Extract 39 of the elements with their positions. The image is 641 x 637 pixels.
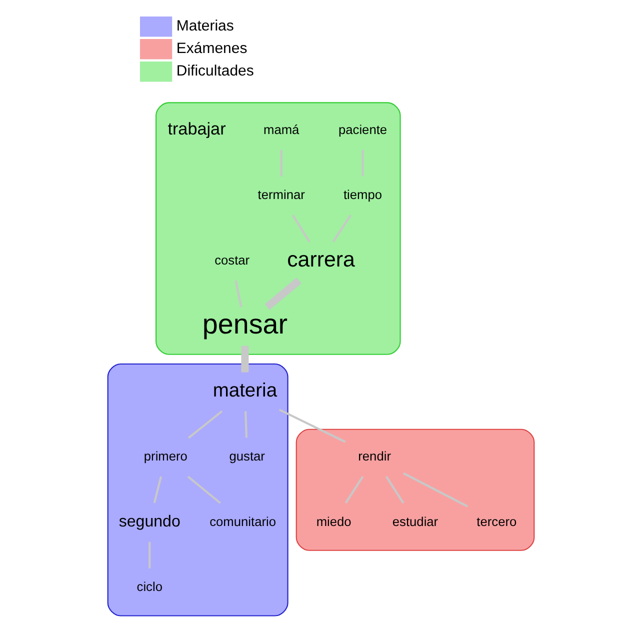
node-text: mamá (263, 122, 299, 137)
node-text: miedo (316, 514, 351, 529)
connector (291, 214, 310, 242)
connector (234, 280, 242, 308)
node-text: carrera (286, 248, 354, 272)
node-text: trabajar (167, 118, 226, 139)
node-text: costar (214, 252, 250, 268)
node-text: estudiar (392, 514, 438, 529)
connector (361, 150, 364, 176)
connector (280, 150, 282, 176)
legend-label: Dificultades (176, 62, 254, 80)
cluster (106, 363, 288, 616)
node-text: gustar (228, 448, 264, 464)
legend-label: Materias (176, 18, 234, 35)
connector (240, 346, 248, 372)
cluster (295, 428, 534, 551)
node-text: tiempo (342, 187, 382, 202)
node-text: tercero (476, 514, 516, 529)
connector (244, 411, 248, 438)
connector (148, 542, 150, 568)
node-text: ciclo (136, 579, 162, 594)
node-text: pensar (202, 308, 287, 340)
node-text: paciente (338, 122, 387, 137)
connector (152, 476, 162, 504)
node-text: comunitario (209, 514, 276, 529)
connector (402, 472, 468, 508)
legend-label: Exámenes (176, 40, 247, 58)
connector (186, 476, 220, 504)
connector (332, 214, 352, 242)
node-text: terminar (257, 187, 304, 202)
node-text: segundo (118, 512, 180, 530)
connector (187, 410, 222, 439)
node-text: primero (143, 448, 187, 464)
connector (344, 476, 364, 504)
connector (264, 278, 301, 310)
cluster (155, 102, 400, 355)
connector (384, 476, 404, 504)
node-text: materia (212, 380, 277, 402)
node-text: rendir (358, 448, 390, 464)
